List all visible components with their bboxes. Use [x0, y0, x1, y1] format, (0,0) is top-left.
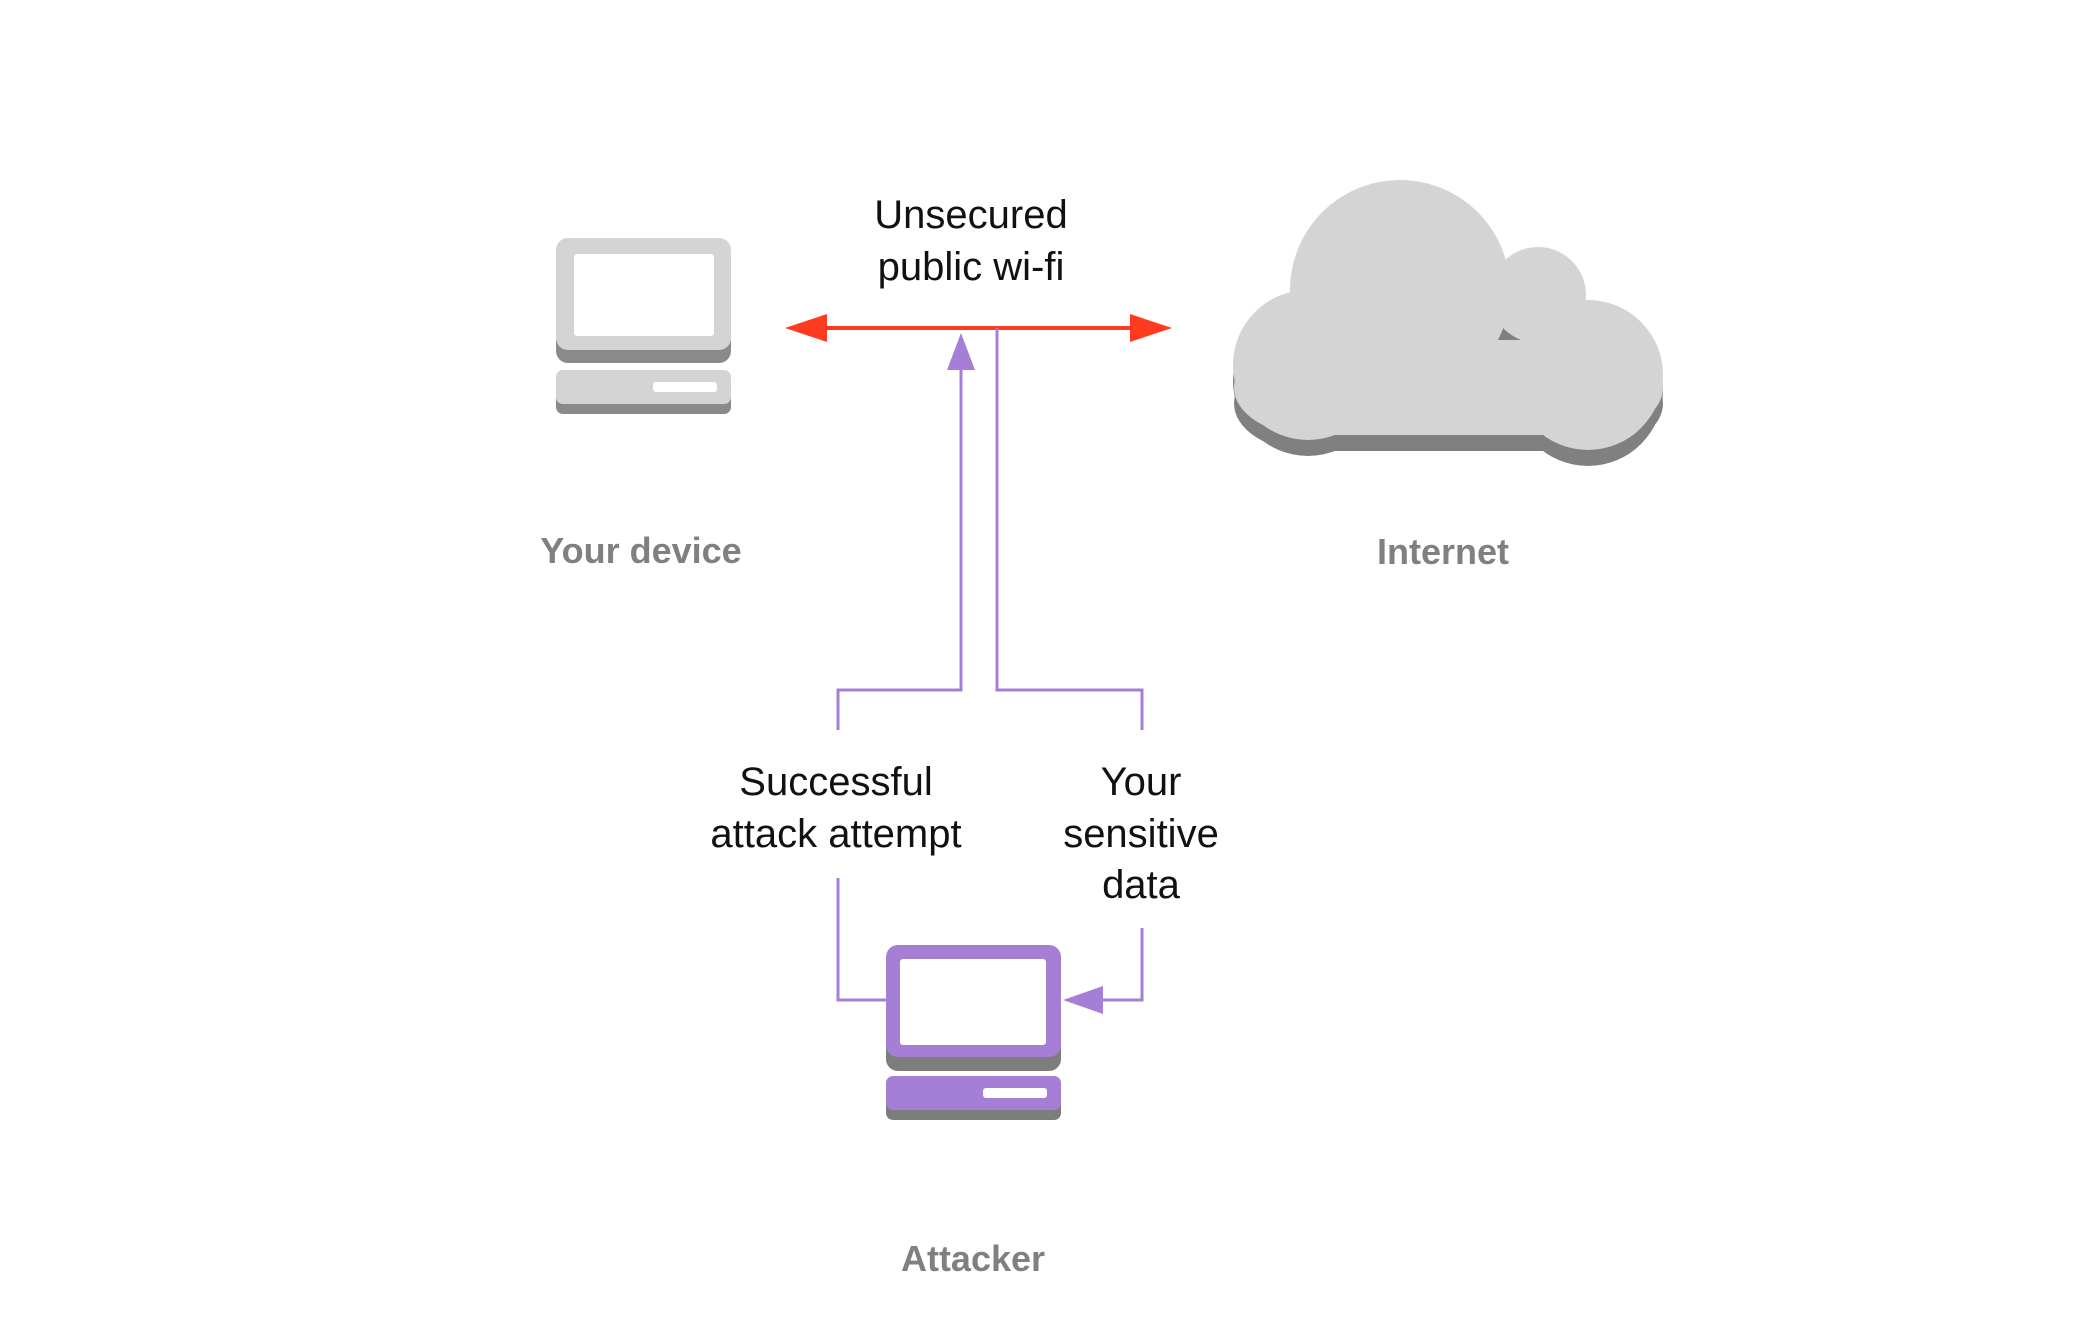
attack-attempt-path	[836, 333, 975, 1002]
sensitive-data-label-line1: Your	[1101, 760, 1182, 804]
attack-attempt-label-line2: attack attempt	[710, 812, 961, 856]
attacker-computer-icon	[886, 945, 1061, 1120]
attacker-label: Attacker	[901, 1238, 1045, 1279]
wifi-link-arrowhead-left	[785, 314, 827, 342]
wifi-label-line1: Unsecured	[874, 193, 1067, 237]
sensitive-data-arrowhead	[1063, 986, 1103, 1014]
sensitive-data-path	[995, 328, 1144, 1014]
sensitive-data-label-line2: sensitive	[1063, 812, 1219, 856]
unsecured-wifi-link	[785, 314, 1172, 342]
internet-label: Internet	[1377, 531, 1509, 572]
your-device-label: Your device	[540, 530, 741, 571]
your-device-computer-icon	[556, 238, 731, 414]
wifi-label-line2: public wi-fi	[878, 245, 1065, 289]
internet-cloud-icon	[1233, 180, 1663, 466]
attack-attempt-label-line1: Successful	[739, 760, 932, 804]
wifi-link-arrowhead-right	[1130, 314, 1172, 342]
attack-attempt-arrowhead	[947, 333, 975, 370]
sensitive-data-label-line3: data	[1102, 863, 1181, 907]
